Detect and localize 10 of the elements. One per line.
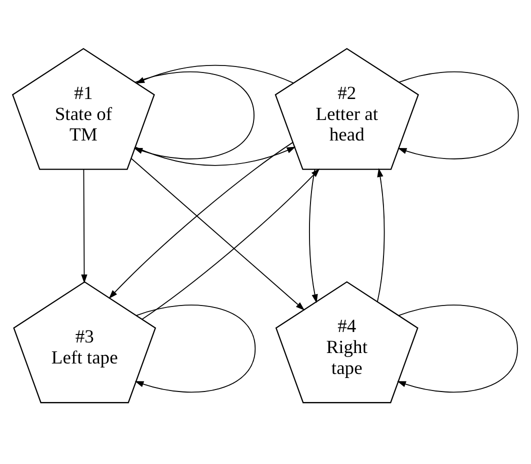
arrow [108,142,294,299]
arrow [398,71,519,160]
arrow [376,168,385,302]
arrow [308,169,318,304]
arrow [136,64,294,84]
arrow [397,304,518,393]
arrow [134,304,256,393]
arrow [130,158,305,310]
arrow [81,169,88,284]
arrow [142,168,320,320]
